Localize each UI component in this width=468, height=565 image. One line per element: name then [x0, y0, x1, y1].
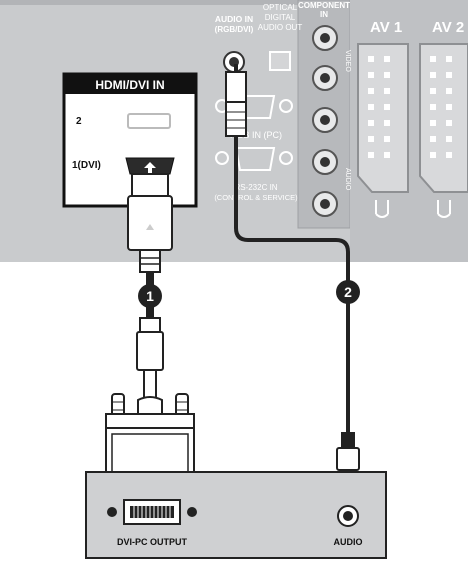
scart-av2 [419, 43, 468, 218]
audio-in-sublabel: (RGB/DVI) [215, 25, 254, 34]
hdmi-dvi-title: HDMI/DVI IN [95, 78, 164, 92]
hdmi-port-1-label: 1(DVI) [72, 160, 101, 171]
hdmi-port-1 [125, 157, 175, 175]
hdmi-port-2 [127, 113, 171, 129]
component-label: COMPONENT [298, 1, 350, 10]
dvi-pc-output-label: DVI-PC OUTPUT [117, 537, 188, 547]
rs232c-port [215, 147, 293, 171]
audio-in-label: AUDIO IN [215, 14, 253, 24]
video-vertical-label: VIDEO [344, 50, 351, 72]
dvi-output-port [107, 499, 197, 525]
step-1-badge [138, 284, 162, 308]
scart-av1 [357, 43, 409, 218]
step-2-badge [336, 280, 360, 304]
rgb-in-label: RGB IN (PC) [230, 130, 282, 140]
pc-audio-jack [337, 505, 359, 527]
pc-audio-label: AUDIO [334, 537, 363, 547]
rs232c-label: RS-232C IN [234, 183, 277, 192]
audio-in-jack [223, 51, 245, 73]
audio-vertical-label: AUDIO [344, 168, 351, 191]
component-jacks [312, 25, 338, 217]
optical-label-2: DIGITAL [265, 13, 296, 22]
hdmi-port-2-label: 2 [76, 116, 82, 127]
optical-label-3: AUDIO OUT [258, 23, 303, 32]
rs232c-sublabel: (CONTROL & SERVICE) [214, 193, 298, 202]
av1-label: AV 1 [370, 19, 402, 36]
hdmi-dvi-in-box [62, 72, 198, 208]
optical-port [269, 51, 291, 71]
component-in-label: IN [320, 10, 328, 19]
optical-label-1: OPTICAL [263, 3, 298, 12]
hdmi-plug [127, 173, 173, 273]
panel-dark-strip [0, 0, 468, 5]
step-1-number: 1 [146, 288, 154, 304]
av2-label: AV 2 [432, 19, 464, 36]
step-2-number: 2 [344, 284, 352, 300]
